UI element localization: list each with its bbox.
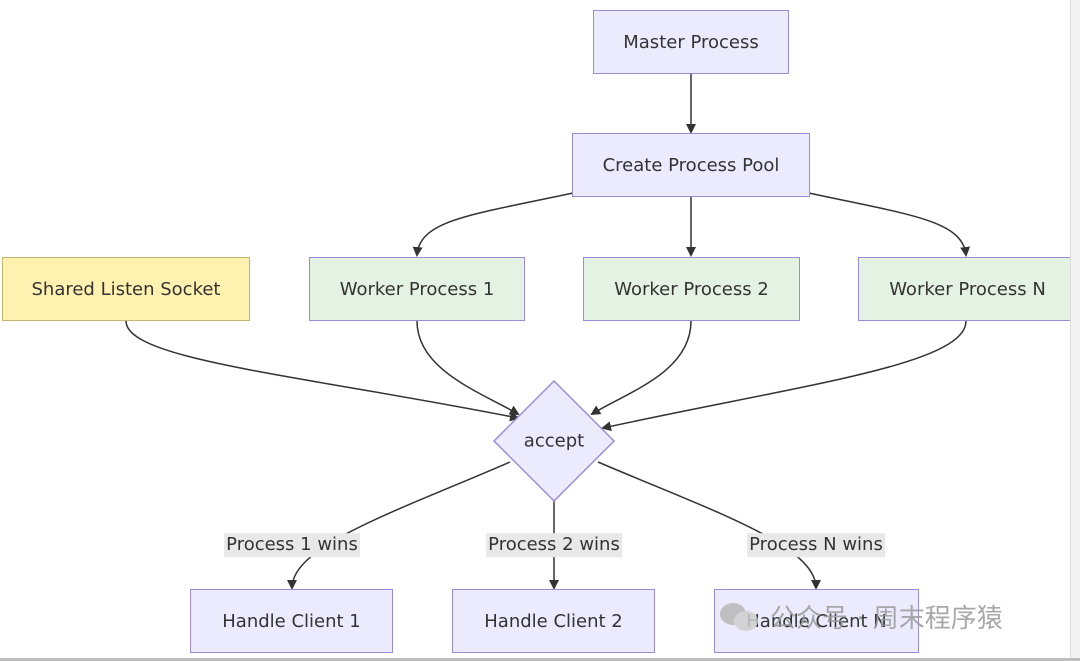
edge-workerN-to-accept	[601, 320, 967, 432]
node-master-process-label: Master Process	[623, 31, 759, 53]
node-worker-process-1-label: Worker Process 1	[339, 278, 495, 300]
edge-label-process-n-wins: Process N wins	[747, 533, 885, 557]
node-create-process-pool: Create Process Pool	[572, 133, 810, 197]
node-handle-client-2: Handle Client 2	[452, 589, 655, 653]
node-handle-client-n: Handle Client N	[714, 589, 919, 653]
node-shared-listen-socket-label: Shared Listen Socket	[31, 278, 221, 300]
edge-pool-to-worker1	[412, 192, 574, 257]
edge-worker1-to-accept	[416, 320, 520, 416]
bottom-divider	[0, 658, 1080, 661]
node-worker-process-n-label: Worker Process N	[889, 278, 1046, 300]
node-worker-process-1: Worker Process 1	[309, 257, 525, 321]
node-worker-process-n: Worker Process N	[858, 257, 1077, 321]
node-worker-process-2-label: Worker Process 2	[614, 278, 769, 300]
node-worker-process-2: Worker Process 2	[583, 257, 800, 321]
scrollbar-track[interactable]	[1070, 0, 1080, 661]
edge-accept-to-client1	[287, 461, 511, 590]
edge-worker2-to-accept	[590, 320, 692, 416]
edge-label-process-1-wins: Process 1 wins	[224, 533, 360, 557]
node-handle-client-n-label: Handle Client N	[746, 610, 887, 632]
node-handle-client-1-label: Handle Client 1	[222, 610, 361, 632]
node-create-process-pool-label: Create Process Pool	[602, 154, 780, 176]
node-accept-label: accept	[523, 430, 585, 452]
edge-label-process-2-wins: Process 2 wins	[486, 533, 622, 557]
edge-socket-to-accept	[125, 320, 520, 422]
node-handle-client-1: Handle Client 1	[190, 589, 393, 653]
node-master-process: Master Process	[593, 10, 789, 74]
accept-decision-diamond	[492, 379, 616, 503]
edge-pool-to-workerN	[808, 192, 971, 257]
node-shared-listen-socket: Shared Listen Socket	[2, 257, 250, 321]
node-handle-client-2-label: Handle Client 2	[484, 610, 623, 632]
edge-accept-to-clientN	[597, 461, 821, 590]
